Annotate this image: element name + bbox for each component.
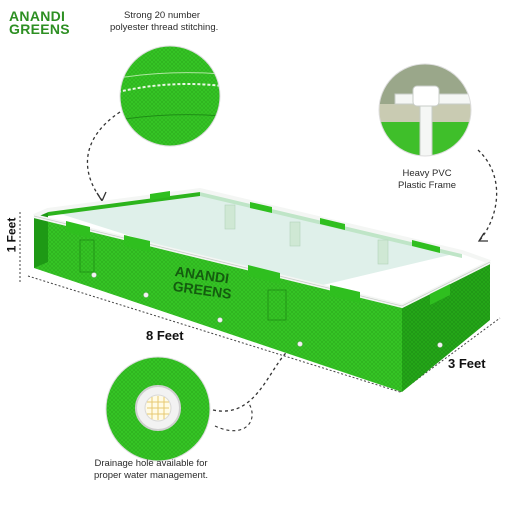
height-label: 1 Feet bbox=[4, 217, 19, 253]
drainage-note-line-1: Drainage hole available for bbox=[94, 458, 208, 469]
brand-logo: ANANDI GREENS bbox=[9, 8, 70, 37]
drainage-connector bbox=[212, 344, 296, 412]
frame-connector bbox=[477, 149, 498, 241]
stitching-note: Strong 20 number polyester thread stitch… bbox=[110, 10, 218, 34]
drainage-zoom-circle bbox=[105, 356, 211, 462]
frame-note-line-2: Plastic Frame bbox=[398, 180, 457, 191]
stitching-note-line-1: Strong 20 number bbox=[124, 10, 201, 21]
width-label: 3 Feet bbox=[448, 356, 486, 371]
drainage-note-line-2: proper water management. bbox=[94, 470, 209, 481]
brand-line-2: GREENS bbox=[9, 21, 70, 37]
frame-note-line-1: Heavy PVC bbox=[402, 168, 452, 179]
frame-zoom-circle bbox=[378, 63, 472, 157]
brand-line-1: ANANDI bbox=[9, 8, 66, 24]
length-label: 8 Feet bbox=[146, 328, 184, 343]
grow-bed bbox=[33, 187, 491, 392]
drainage-note: Drainage hole available for proper water… bbox=[94, 458, 208, 482]
frame-note: Heavy PVC Plastic Frame bbox=[398, 168, 456, 192]
stitching-connector bbox=[86, 111, 121, 201]
length-dimension-line bbox=[27, 275, 401, 393]
stitching-zoom-circle bbox=[119, 45, 221, 147]
stitching-note-line-2: polyester thread stitching. bbox=[110, 22, 219, 33]
